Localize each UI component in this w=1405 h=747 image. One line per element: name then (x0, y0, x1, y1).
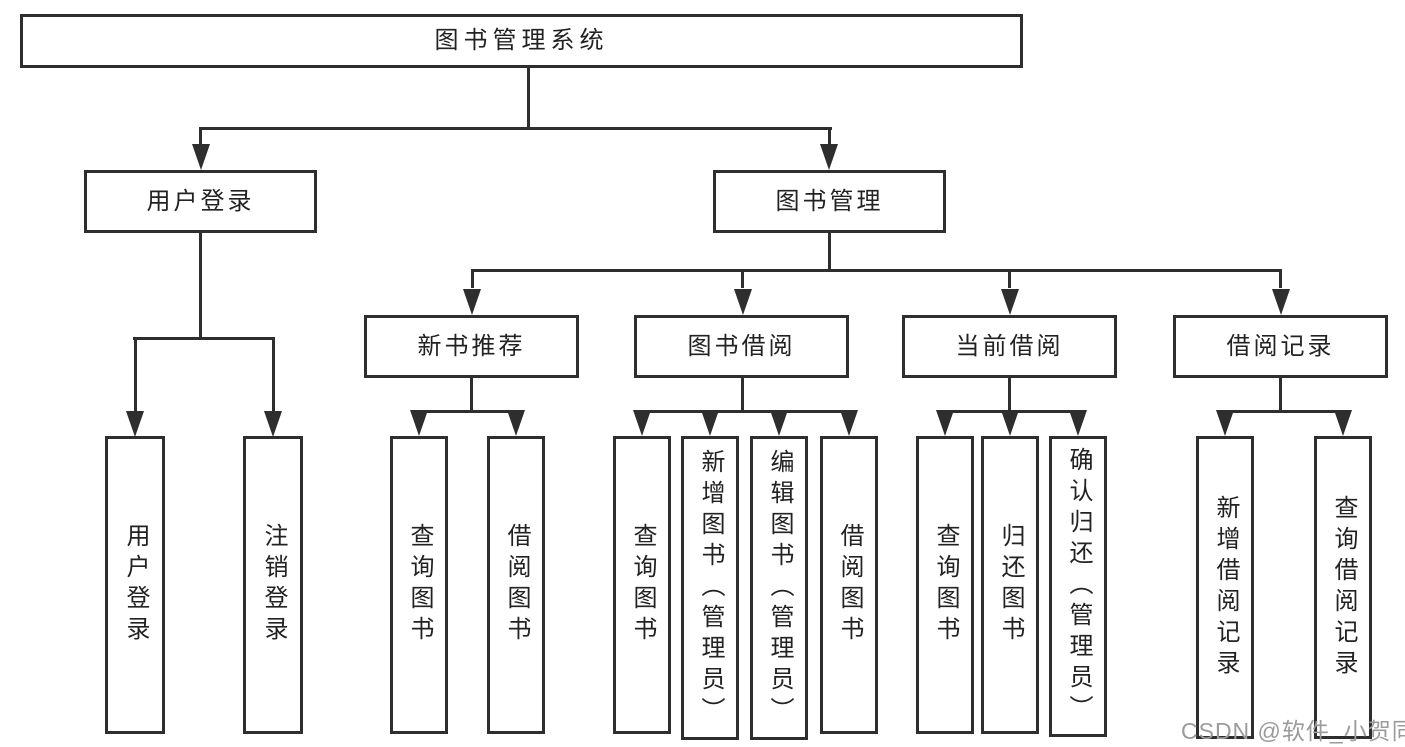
arrow-down-icon (770, 410, 788, 436)
connector-stem-current-borrow (1008, 269, 1011, 288)
arrow-down-icon (463, 289, 481, 315)
connector-book-borrow-rail (641, 410, 850, 413)
node-user-login: 用户登录 (84, 170, 317, 233)
connector-level3-rail (471, 269, 1282, 272)
arrow-down-icon (1001, 410, 1019, 436)
leaf-logout: 注销登录 (243, 436, 303, 734)
arrow-down-icon (1272, 289, 1290, 315)
arrow-down-icon (264, 411, 282, 437)
leaf-cb-confirm-return-admin: 确认归还（管理员） (1049, 436, 1107, 737)
arrow-down-icon (633, 410, 651, 436)
node-book-borrow: 图书借阅 (634, 315, 849, 378)
leaf-cb-return-books: 归还图书 (981, 436, 1039, 734)
leaf-nbr-query-books: 查询图书 (390, 436, 448, 734)
connector-stem-leaf-user-login (134, 337, 137, 413)
leaf-br-query-record: 查询借阅记录 (1314, 436, 1372, 739)
arrow-down-icon (1216, 410, 1234, 436)
connector-book-mgmt-stub (828, 233, 831, 269)
arrow-down-icon (840, 410, 858, 436)
arrow-down-icon (1001, 289, 1019, 315)
leaf-bb-edit-books-admin: 编辑图书（管理员） (750, 436, 808, 740)
node-borrow-records: 借阅记录 (1173, 315, 1388, 378)
connector-level2-rail (199, 127, 832, 130)
connector-new-book-stub (470, 378, 473, 410)
leaf-br-add-record: 新增借阅记录 (1196, 436, 1254, 739)
connector-root-stub (527, 68, 530, 127)
arrow-down-icon (192, 144, 210, 170)
arrow-down-icon (507, 410, 525, 436)
connector-borrow-records-stub (1279, 378, 1282, 410)
leaf-bb-borrow-books: 借阅图书 (820, 436, 878, 734)
connector-stem-borrow-records (1279, 269, 1282, 288)
node-system-root: 图书管理系统 (20, 14, 1023, 68)
arrow-down-icon (701, 410, 719, 436)
arrow-down-icon (936, 410, 954, 436)
connector-stem-leaf-logout (272, 337, 275, 413)
leaf-bb-add-books-admin: 新增图书（管理员） (681, 436, 739, 740)
connector-stem-new-book (471, 269, 474, 288)
arrow-down-icon (410, 410, 428, 436)
connector-book-borrow-stub (741, 378, 744, 410)
node-current-borrow: 当前借阅 (902, 315, 1117, 378)
arrow-down-icon (1334, 410, 1352, 436)
node-book-management: 图书管理 (713, 170, 946, 233)
leaf-bb-query-books: 查询图书 (613, 436, 671, 734)
leaf-nbr-borrow-books: 借阅图书 (487, 436, 545, 734)
connector-new-book-rail (418, 410, 518, 413)
leaf-user-login: 用户登录 (105, 436, 165, 734)
arrow-down-icon (1069, 410, 1087, 436)
connector-current-borrow-stub (1008, 378, 1011, 410)
connector-stem-book-management (828, 127, 831, 147)
node-new-book-recommend: 新书推荐 (364, 315, 579, 378)
connector-stem-user-login (199, 127, 202, 147)
connector-user-login-rail (133, 337, 275, 340)
csdn-watermark: CSDN @软件_小贺同学 (1181, 718, 1405, 744)
connector-borrow-records-rail (1223, 410, 1346, 413)
connector-stem-book-borrow (741, 269, 744, 288)
leaf-cb-query-books: 查询图书 (916, 436, 974, 734)
arrow-down-icon (126, 411, 144, 437)
arrow-down-icon (820, 144, 838, 170)
connector-user-login-stub (199, 233, 202, 337)
arrow-down-icon (734, 289, 752, 315)
